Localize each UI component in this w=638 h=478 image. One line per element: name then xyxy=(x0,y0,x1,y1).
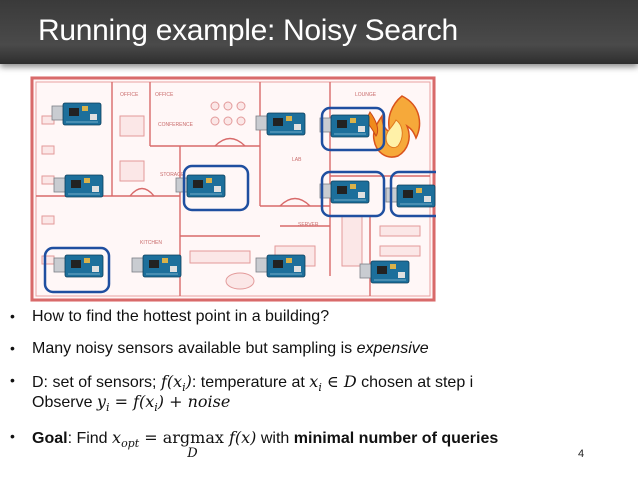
goal-prefix: : Find xyxy=(67,430,113,447)
highlighted-sensor-box-1 xyxy=(43,246,111,294)
bullet-dot: • xyxy=(10,428,15,444)
highlighted-sensor-box-5 xyxy=(389,170,436,218)
observe-label: Observe xyxy=(32,394,97,411)
math-f-xi: f(xi) xyxy=(160,372,192,395)
bullet-3-part1: D: set of sensors; xyxy=(32,374,161,391)
bullet-2-prefix: Many noisy sensors available but samplin… xyxy=(32,340,357,357)
goal-bold: minimal number of queries xyxy=(293,430,499,447)
highlighted-sensor-box-2 xyxy=(182,164,250,212)
highlighted-sensor-box-4 xyxy=(320,170,386,218)
page-number: 4 xyxy=(578,448,585,460)
room-label-kitchen: KITCHEN xyxy=(140,240,162,246)
bullet-2-text: Many noisy sensors available but samplin… xyxy=(32,340,429,358)
room-label-office-2: OFFICE xyxy=(155,92,174,98)
title-bar: Running example: Noisy Search xyxy=(0,0,638,64)
bullet-3-part3: chosen at step i xyxy=(356,374,474,391)
bullet-3-line-2: Observe yi = f(xi) + noise xyxy=(32,392,230,414)
room-label-conference: CONFERENCE xyxy=(158,122,194,128)
room-label-server: SERVER xyxy=(298,222,319,228)
bullet-list: • How to find the hottest point in a bui… xyxy=(0,308,638,478)
goal-mid: with xyxy=(256,430,294,447)
bullet-3-part2: : temperature at xyxy=(191,374,310,391)
room-label-office-1: OFFICE xyxy=(120,92,139,98)
bullet-3-line-1: D: set of sensors; f(xi): temperature at… xyxy=(32,372,473,394)
slide-title: Running example: Noisy Search xyxy=(38,14,458,47)
goal-label: Goal xyxy=(32,430,68,447)
room-label-lab: LAB xyxy=(292,157,302,163)
bullet-2-emphasis: expensive xyxy=(356,340,429,357)
bullet-dot: • xyxy=(10,372,15,388)
room-label-lounge: LOUNGE xyxy=(355,92,377,98)
highlighted-sensor-box-3 xyxy=(320,106,386,152)
bullet-dot: • xyxy=(10,340,15,356)
math-observation: yi = f(xi) + noise xyxy=(96,392,231,415)
bullet-1-text: How to find the hottest point in a build… xyxy=(32,308,330,325)
bullet-dot: • xyxy=(10,308,15,324)
math-xi-in-D: xi ∈ D xyxy=(309,372,357,395)
room-label-storage: STORAGE xyxy=(160,172,185,178)
building-floorplan: OFFICE OFFICE CONFERENCE STORAGE LAB SER… xyxy=(30,76,436,302)
